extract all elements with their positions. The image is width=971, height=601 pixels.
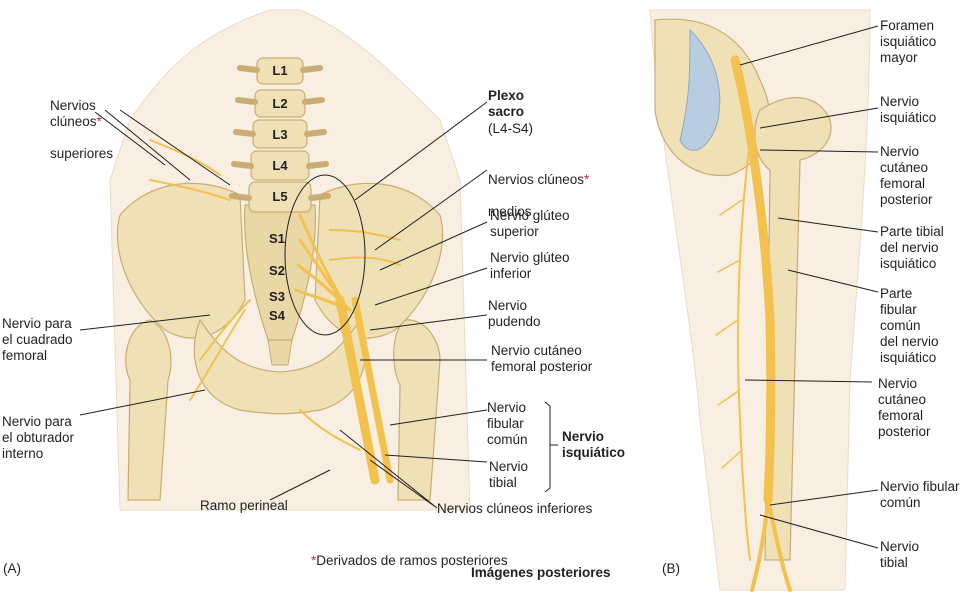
sacrotuberous-ligament	[679, 28, 721, 151]
nerves-panel-b	[715, 55, 792, 592]
vertebra-label-l1: L1	[272, 63, 288, 78]
label-tibial-b: Nervio tibial	[880, 539, 920, 570]
vertebra-label-s2: S2	[269, 263, 285, 278]
label-nota-text: Derivados de ramos posteriores	[316, 553, 508, 568]
label-nervio-isquiatico-b: Nervio isquiático	[880, 94, 937, 125]
label-plexo-sacro-niveles: (L4-S4)	[488, 121, 534, 136]
coccyx	[267, 339, 293, 366]
asterisk-icon: *	[96, 114, 102, 129]
label-imagenes-posteriores: Imágenes posteriores	[471, 565, 611, 580]
label-clunios-medios-text: Nervios clúneos	[488, 172, 585, 187]
label-clunios-medios-text-2: medios	[488, 204, 532, 219]
label-fibular-comun-a: Nervio fibular común	[487, 400, 528, 447]
label-gluteo-inferior: Nervio glúteo inferior	[490, 250, 570, 281]
label-cutaneo-femoral-posterior-b2: Nervio cutáneo femoral posterior	[878, 376, 931, 439]
label-parte-tibial: Parte tibial del nervio isquiático	[880, 224, 944, 271]
label-parte-fibular: Parte fibular común del nervio isquiátic…	[880, 286, 939, 365]
vertebra-label-s4: S4	[269, 308, 285, 323]
panel-a-artwork	[79, 9, 558, 511]
label-cuadrado-femoral: Nervio para el cuadrado femoral	[2, 316, 73, 363]
label-clunios-medios: Nervios clúneos* medios	[488, 156, 589, 220]
panel-b-artwork	[649, 9, 879, 592]
femur-left	[125, 319, 172, 501]
label-cutaneo-femoral-posterior-b: Nervio cutáneo femoral posterior	[880, 144, 933, 207]
label-clunios-superiores-text: Nervios clúneos	[50, 98, 97, 129]
leader-lines-b	[739, 25, 879, 549]
panel-b-tag: (B)	[662, 561, 680, 576]
panel-a-tag: (A)	[3, 561, 21, 576]
vertebra-label-s3: S3	[269, 289, 285, 304]
plexus-outline	[284, 174, 366, 336]
label-pudendo: Nervio pudendo	[488, 298, 541, 329]
asterisk-icon: *	[584, 172, 590, 187]
label-plexo-sacro: Plexo sacro	[488, 88, 525, 119]
vertebra-label-l2: L2	[272, 96, 288, 111]
label-gluteo-superior: Nervio glúteo superior	[490, 208, 570, 239]
lumbar-vertebrae	[229, 57, 331, 213]
leader-lines-a	[79, 101, 558, 509]
label-fibular-comun-b: Nervio fibular común	[880, 479, 960, 510]
label-foramen-isquiatico: Foramen isquiático mayor	[880, 18, 937, 65]
vertebra-label-l3: L3	[272, 127, 288, 142]
pelvic-ring	[193, 318, 367, 415]
vertebra-label-l5: L5	[272, 189, 288, 204]
label-cutaneo-femoral-posterior-a: Nervio cutáneo femoral posterior	[491, 343, 593, 374]
label-clunios-superiores-text-2: superiores	[50, 146, 114, 161]
label-clunios-superiores: Nervios clúneos* superiores	[50, 82, 113, 162]
vertebra-label-s1: S1	[269, 231, 285, 246]
label-ramo-perineal: Ramo perineal	[200, 498, 288, 513]
label-nota-ramos-posteriores: *Derivados de ramos posteriores	[311, 537, 508, 569]
label-tibial-a: Nervio tibial	[489, 459, 529, 490]
vertebra-label-l4: L4	[272, 158, 288, 173]
label-obturador-interno: Nervio para el obturador interno	[2, 414, 75, 461]
label-nervio-isquiatico-a: Nervio isquiático	[562, 429, 626, 460]
nerves-panel-a	[149, 139, 401, 485]
ilium-left	[116, 182, 246, 339]
femur-right	[393, 319, 441, 501]
asterisk-icon: *	[311, 553, 317, 568]
label-clunios-inferiores: Nervios clúneos inferiores	[437, 501, 593, 516]
